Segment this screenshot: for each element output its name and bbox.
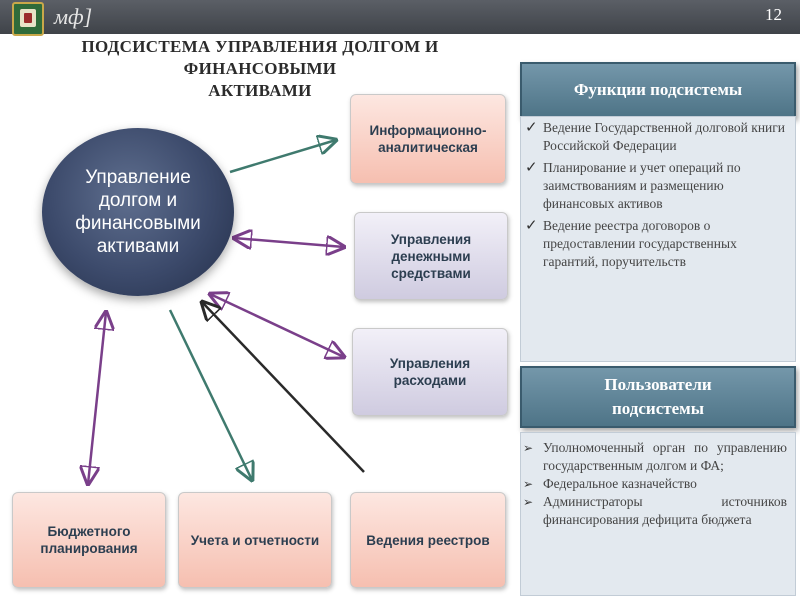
central-subsystem-label: Управление долгом и финансовыми активами (75, 167, 201, 257)
central-subsystem-circle: Управление долгом и финансовыми активами (42, 128, 234, 296)
arrow-bullet-icon: ➢ (523, 495, 534, 509)
user-item: ➢ Федеральное казначейство (521, 475, 787, 493)
module-budget-planning-label: Бюджетного планирования (40, 524, 138, 556)
functions-panel-title: Функции подсистемы (573, 80, 743, 99)
functions-panel-header: Функции подсистемы (520, 62, 796, 118)
module-info-analytics: Информационно-аналитическая (350, 94, 506, 184)
arrow-to-accounting (168, 309, 252, 480)
module-budget-planning: Бюджетного планирования (12, 492, 166, 588)
checkmark-icon: ✓ (525, 218, 538, 234)
arrow-expenses (210, 294, 344, 357)
users-panel: ➢ Уполномоченный орган по управлению гос… (520, 432, 796, 596)
function-item-text: Ведение реестра договоров о предоставлен… (543, 218, 737, 269)
module-expense-management-label: Управления расходами (389, 356, 471, 388)
module-registers-label: Ведения реестров (366, 532, 490, 548)
users-panel-title: Пользователи подсистемы (604, 375, 712, 418)
module-cash-management: Управления денежными средствами (354, 212, 508, 300)
ministry-logo-text: мф] (54, 4, 93, 29)
function-item-text: Ведение Государственной долговой книги Р… (543, 120, 786, 153)
user-item: ➢ Администраторы источников финансирован… (521, 493, 787, 529)
slide-title-line-1: ПОДСИСТЕМА УПРАВЛЕНИЯ ДОЛГОМ И ФИНАНСОВЫ… (81, 37, 439, 78)
top-bar: мф] 12 (0, 0, 800, 36)
module-accounting-reporting: Учета и отчетности (178, 492, 332, 588)
function-item-text: Планирование и учет операций по заимство… (543, 160, 741, 211)
users-panel-header: Пользователи подсистемы (520, 366, 796, 428)
user-item: ➢ Уполномоченный орган по управлению гос… (521, 439, 787, 475)
page-number: 12 (765, 5, 782, 24)
arrow-bullet-icon: ➢ (523, 477, 534, 491)
module-accounting-reporting-label: Учета и отчетности (190, 532, 320, 548)
checkmark-icon: ✓ (525, 160, 538, 176)
checkmark-icon: ✓ (525, 120, 538, 136)
user-item-text: Уполномоченный орган по управлению госуд… (543, 440, 787, 473)
functions-panel: ✓ Ведение Государственной долговой книги… (520, 116, 796, 362)
module-expense-management: Управления расходами (352, 328, 508, 416)
arrow-cash (234, 238, 344, 247)
function-item: ✓ Ведение реестра договоров о предоставл… (521, 217, 789, 271)
user-item-text: Администраторы источников финансирования… (543, 494, 787, 527)
module-registers: Ведения реестров (350, 492, 506, 588)
coat-of-arms-icon (12, 2, 44, 36)
function-item: ✓ Ведение Государственной долговой книги… (521, 119, 789, 155)
arrow-budget (88, 312, 106, 484)
user-item-text: Федеральное казначейство (543, 476, 697, 491)
arrow-to-info (229, 140, 336, 174)
arrow-bullet-icon: ➢ (523, 441, 534, 455)
function-item: ✓ Планирование и учет операций по заимст… (521, 159, 789, 213)
slide-title-line-2: АКТИВАМИ (208, 81, 312, 100)
slide-title: ПОДСИСТЕМА УПРАВЛЕНИЯ ДОЛГОМ И ФИНАНСОВЫ… (40, 36, 480, 102)
module-cash-management-label: Управления денежными средствами (390, 231, 472, 281)
module-info-analytics-label: Информационно-аналитическая (369, 123, 487, 155)
arrow-from-registers (202, 302, 365, 473)
